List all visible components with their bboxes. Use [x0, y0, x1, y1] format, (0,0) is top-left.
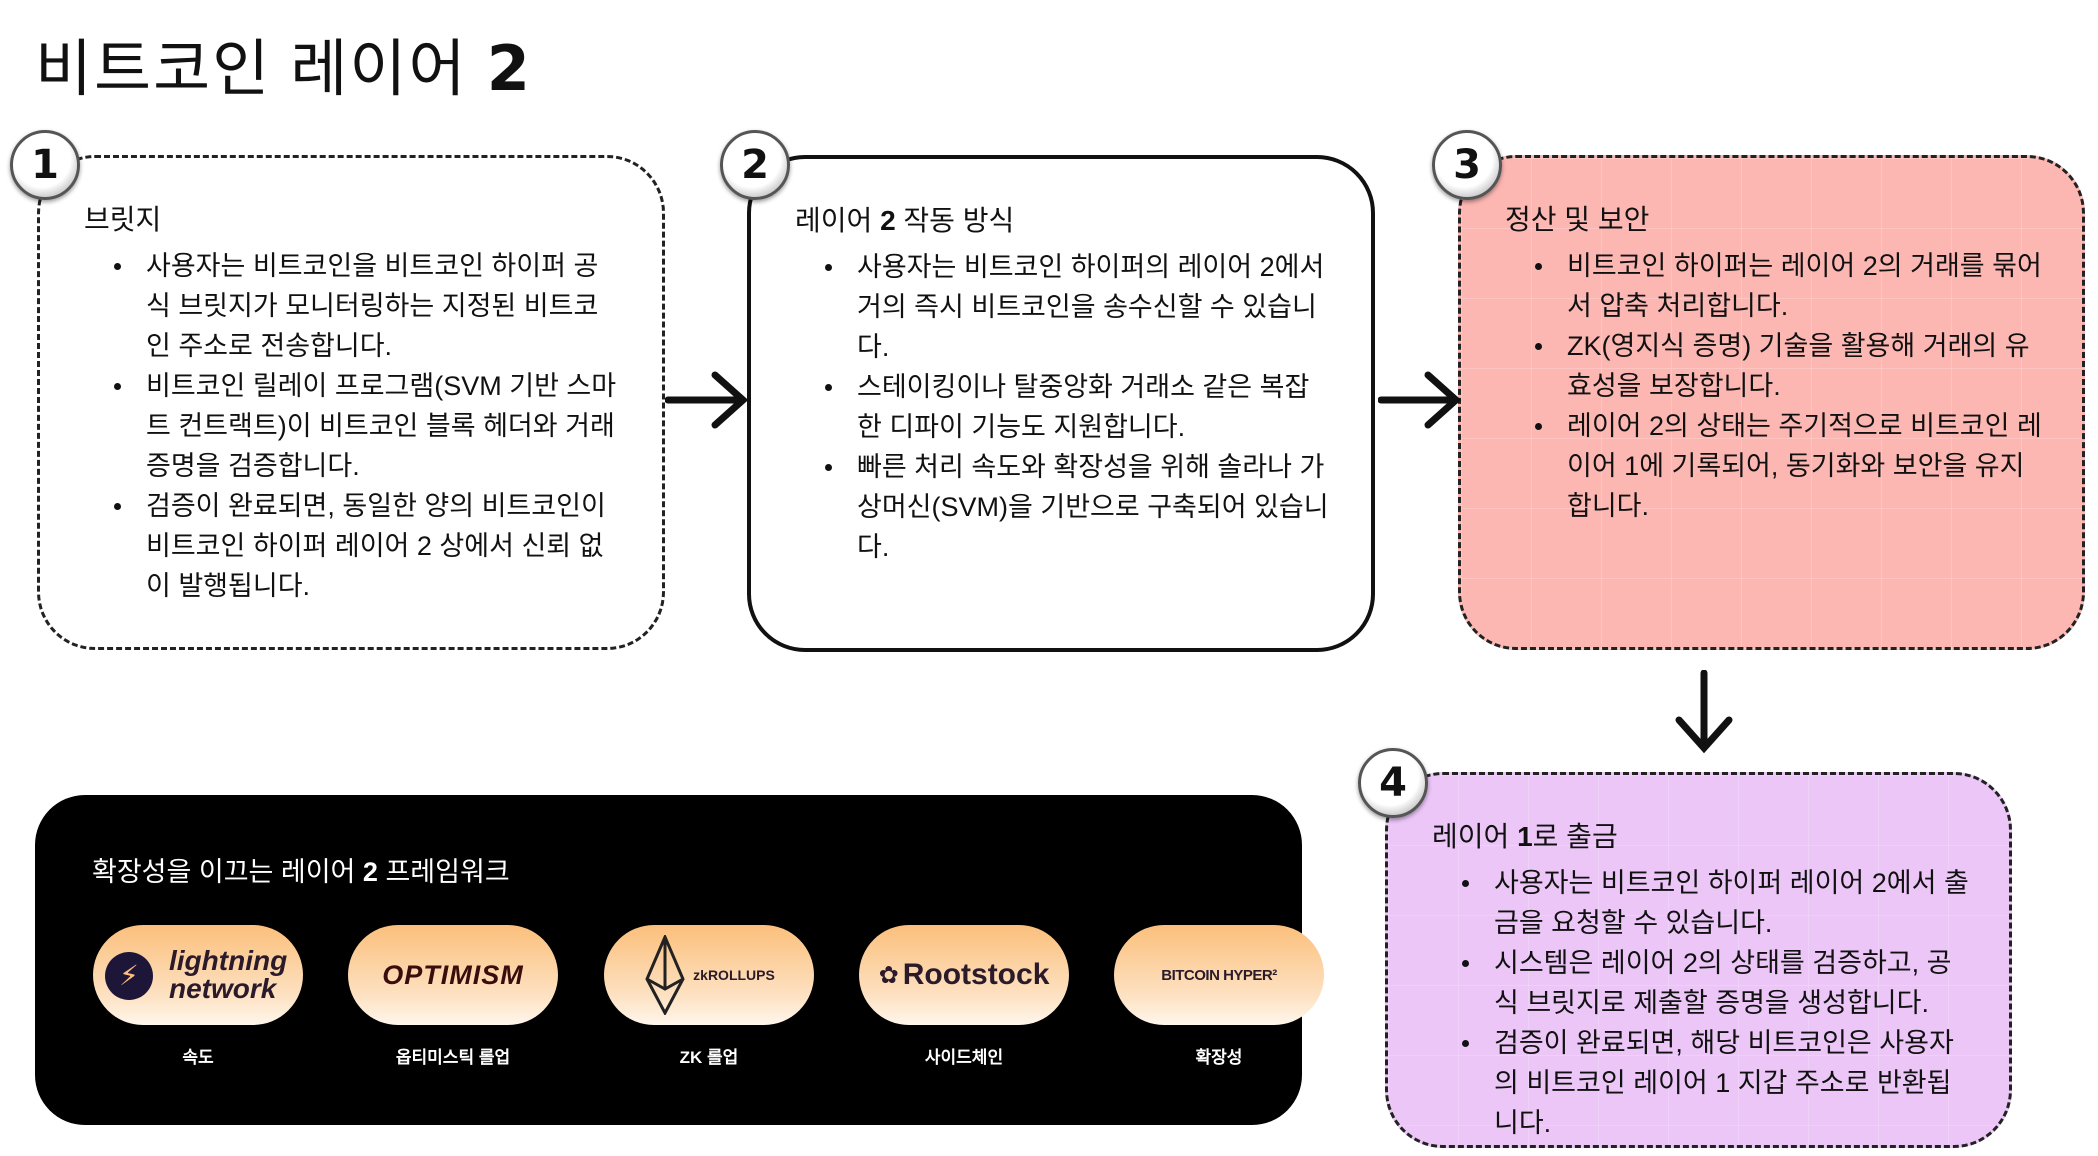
- heading-number: 2: [362, 857, 378, 887]
- step-2-bullet: 스테이킹이나 탈중앙화 거래소 같은 복잡한 디파이 기능도 지원합니다.: [815, 367, 1331, 447]
- logo-text: Rootstock: [902, 958, 1050, 991]
- heading-text: 작동 방식: [903, 205, 1015, 236]
- step-2-badge: 2: [720, 130, 790, 200]
- heading-text: 레이어: [795, 205, 873, 236]
- heading-text: 확장성을 이끄는 레이어: [92, 857, 356, 887]
- step-3-badge: 3: [1432, 130, 1502, 200]
- heading-number: 2: [880, 205, 896, 236]
- lightning-network-logo: ⚡ lightning network: [93, 925, 303, 1025]
- step-2-bullet: 사용자는 비트코인 하이퍼의 레이어 2에서 거의 즉시 비트코인을 송수신할 …: [815, 247, 1331, 367]
- step-3-bullet: 비트코인 하이퍼는 레이어 2의 거래를 묶어서 압축 처리합니다.: [1525, 246, 2042, 326]
- framework-label: 확장성: [1195, 1048, 1243, 1067]
- step-1-bullet: 사용자는 비트코인을 비트코인 하이퍼 공식 브릿지가 모니터링하는 지정된 비…: [104, 246, 622, 366]
- rootstock-icon: ✿: [878, 961, 899, 989]
- step-4-card: 레이어 1로 출금 사용자는 비트코인 하이퍼 레이어 2에서 출금을 요청할 …: [1385, 772, 2012, 1148]
- lightning-bolt-icon: ⚡: [105, 952, 153, 1000]
- framework-label: 사이드체인: [924, 1048, 1004, 1067]
- step-2-card: 레이어 2 작동 방식 사용자는 비트코인 하이퍼의 레이어 2에서 거의 즉시…: [747, 155, 1375, 652]
- step-1-bullet: 비트코인 릴레이 프로그램(SVM 기반 스마트 컨트랙트)이 비트코인 블록 …: [104, 366, 622, 486]
- title-number: 2: [486, 32, 532, 105]
- arrow-right-icon: [1378, 371, 1462, 429]
- step-4-badge: 4: [1358, 748, 1428, 818]
- framework-label: ZK 롤업: [679, 1048, 739, 1067]
- step-4-heading: 레이어 1로 출금: [1432, 815, 1969, 855]
- step-3-bullet: ZK(영지식 증명) 기술을 활용해 거래의 유효성을 보장합니다.: [1525, 326, 2042, 406]
- bitcoin-hyper-logo: BITCOIN HYPER²: [1114, 925, 1324, 1025]
- framework-label: 속도: [182, 1048, 214, 1067]
- step-3-card: 정산 및 보안 비트코인 하이퍼는 레이어 2의 거래를 묶어서 압축 처리합니…: [1458, 155, 2085, 650]
- arrow-right-icon: [665, 371, 749, 429]
- arrow-down-icon: [1675, 670, 1733, 754]
- frameworks-panel: 확장성을 이끄는 레이어 2 프레임워크 ⚡ lightning network…: [35, 795, 1324, 1125]
- heading-number: 1: [1517, 821, 1533, 852]
- step-1-bullet: 검증이 완료되면, 동일한 양의 비트코인이 비트코인 하이퍼 레이어 2 상에…: [104, 486, 622, 606]
- step-2-heading: 레이어 2 작동 방식: [795, 199, 1331, 239]
- rootstock-logo: ✿Rootstock: [859, 925, 1069, 1025]
- step-4-bullet: 사용자는 비트코인 하이퍼 레이어 2에서 출금을 요청할 수 있습니다.: [1452, 863, 1969, 943]
- optimism-logo: OPTIMISM: [348, 925, 558, 1025]
- step-1-heading: 브릿지: [84, 204, 162, 235]
- framework-label: 옵티미스틱 롤업: [395, 1048, 511, 1067]
- step-4-bullet: 검증이 완료되면, 해당 비트코인은 사용자의 비트코인 레이어 1 지갑 주소…: [1452, 1023, 1969, 1143]
- ethereum-icon: [645, 935, 685, 1015]
- step-2-bullet: 빠른 처리 속도와 확장성을 위해 솔라나 가상머신(SVM)을 기반으로 구축…: [815, 447, 1331, 567]
- heading-text: 로 출금: [1532, 821, 1618, 852]
- step-3-bullet: 레이어 2의 상태는 주기적으로 비트코인 레이어 1에 기록되어, 동기화와 …: [1525, 406, 2042, 526]
- step-4-bullet: 시스템은 레이어 2의 상태를 검증하고, 공식 브릿지로 제출할 증명을 생성…: [1452, 943, 1969, 1023]
- logo-text: lightning network: [169, 945, 288, 1004]
- step-1-badge: 1: [10, 130, 80, 200]
- step-3-heading: 정산 및 보안: [1505, 204, 1650, 235]
- step-1-card: 브릿지 사용자는 비트코인을 비트코인 하이퍼 공식 브릿지가 모니터링하는 지…: [37, 155, 665, 650]
- zkrollups-logo: zkROLLUPS: [604, 925, 814, 1025]
- frameworks-heading: 확장성을 이끄는 레이어 2 프레임워크: [92, 850, 510, 889]
- title-text: 비트코인 레이어: [35, 35, 468, 104]
- heading-text: 레이어: [1432, 821, 1510, 852]
- heading-text: 프레임워크: [385, 857, 510, 887]
- logo-text: zkROLLUPS: [693, 967, 775, 983]
- page-title: 비트코인 레이어 2: [35, 18, 532, 108]
